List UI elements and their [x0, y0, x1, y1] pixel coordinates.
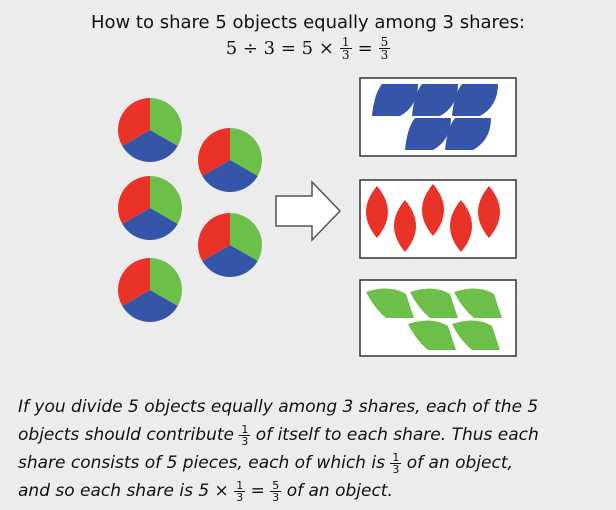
red-pieces: [366, 184, 500, 252]
formula: 5 ÷ 3 = 5 × 1 3 = 5 3: [0, 36, 616, 61]
red-piece: [450, 200, 472, 252]
object-third-green: [230, 128, 262, 176]
red-piece: [422, 184, 444, 236]
green-piece: [454, 288, 502, 318]
object-third-green: [150, 176, 182, 224]
object-third-green: [230, 213, 262, 261]
object-circle: [198, 213, 262, 277]
blue-piece: [452, 84, 498, 116]
caption: If you divide 5 objects equally among 3 …: [18, 393, 614, 505]
green-piece: [408, 320, 456, 350]
object-third-red: [198, 213, 230, 261]
green-piece: [452, 320, 500, 350]
right-arrow-icon: [275, 180, 342, 242]
diagram-title: How to share 5 objects equally among 3 s…: [0, 12, 616, 34]
object-third-red: [118, 258, 150, 306]
blue-pieces: [372, 84, 498, 150]
formula-lhs: 5 ÷ 3 = 5 ×: [225, 38, 334, 59]
green-pieces: [366, 288, 502, 350]
object-third-green: [150, 98, 182, 146]
share-box-blue: [359, 77, 517, 157]
share-box-red: [359, 179, 517, 259]
red-piece: [478, 186, 500, 238]
formula-result: 5 3: [378, 35, 391, 62]
blue-piece: [412, 84, 458, 116]
object-third-blue: [202, 160, 258, 192]
blue-piece: [445, 118, 491, 150]
green-piece: [366, 288, 414, 318]
object-third-blue: [122, 208, 178, 240]
object-third-blue: [122, 130, 178, 162]
object-third-blue: [202, 245, 258, 277]
object-circle: [198, 128, 262, 192]
share-box-green: [359, 279, 517, 357]
object-circle: [118, 176, 182, 240]
formula-equals: =: [357, 38, 373, 59]
object-third-red: [118, 176, 150, 224]
blue-piece: [405, 118, 451, 150]
object-third-blue: [122, 290, 178, 322]
objects-group: [118, 98, 262, 322]
object-circle: [118, 258, 182, 322]
red-piece: [366, 186, 388, 238]
object-third-red: [118, 98, 150, 146]
formula-fraction: 1 3: [339, 35, 352, 62]
blue-piece: [372, 84, 418, 116]
object-circle: [118, 98, 182, 162]
green-piece: [410, 288, 458, 318]
title-text: How to share 5 objects equally among 3 s…: [90, 12, 526, 33]
caption-line-1: If you divide 5 objects equally among 3 …: [18, 397, 539, 417]
object-third-green: [150, 258, 182, 306]
sharing-diagram: [118, 77, 517, 357]
object-third-red: [198, 128, 230, 176]
caption-line-3: share consists of 5 pieces, each of whic…: [18, 450, 513, 476]
red-piece: [394, 200, 416, 252]
